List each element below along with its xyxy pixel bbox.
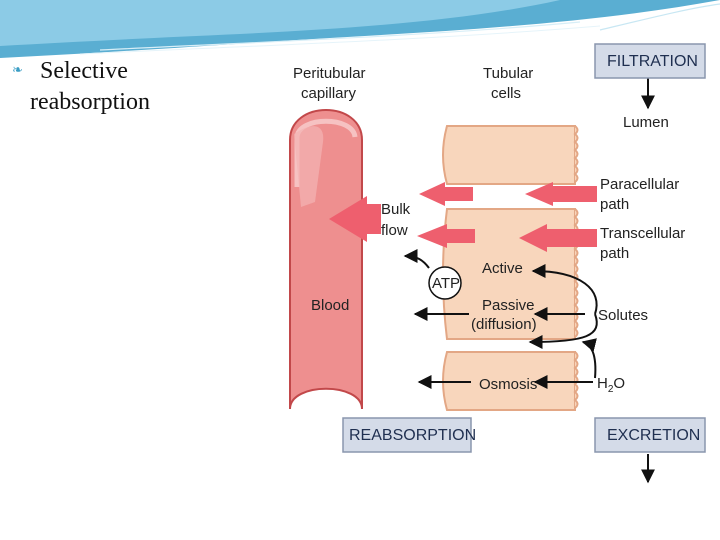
paracellular-label-line2: path [600, 196, 629, 213]
bulk-flow-arrow-lower [417, 224, 475, 248]
reabsorption-box: REABSORPTION [342, 417, 476, 453]
tubular-label-line1: Tubular [483, 65, 533, 82]
passive-label-line1: Passive [482, 297, 535, 314]
peritubular-label-line2: capillary [301, 85, 357, 102]
excretion-box: EXCRETION [594, 417, 706, 453]
passive-label-line2: (diffusion) [471, 316, 537, 333]
bullet-point: ❧ Selective reabsorption [12, 56, 212, 118]
osmosis-label: Osmosis [479, 376, 537, 393]
paracellular-label-line1: Paracellular [600, 176, 679, 193]
peritubular-label-line1: Peritubular [293, 65, 366, 82]
water-label: H2O [597, 375, 625, 395]
blood-vessel [289, 109, 363, 410]
bullet-leaf-icon: ❧ [12, 62, 23, 77]
bulk-flow-arrow-large [329, 196, 381, 242]
transcellular-arrow [519, 224, 597, 252]
bullet-text-line1: Selective [40, 58, 128, 84]
microvilli-brush-border [573, 125, 579, 409]
transport-arrows [403, 78, 655, 484]
tubular-label-line2: cells [491, 85, 521, 102]
active-transport-label: Active [482, 260, 523, 277]
filtration-label: FILTRATION [607, 53, 698, 70]
paracellular-arrow [525, 182, 597, 206]
excretion-label: EXCRETION [607, 427, 700, 444]
header-swoosh [0, 0, 720, 58]
transcellular-label-line2: path [600, 245, 629, 262]
filtration-box: FILTRATION [594, 43, 706, 79]
bullet-text-line2: reabsorption [30, 89, 150, 115]
lumen-label: Lumen [623, 114, 669, 131]
bulk-flow-label-line2: flow [381, 222, 408, 239]
reabsorption-label: REABSORPTION [349, 427, 476, 444]
bulk-flow-arrow-upper [419, 182, 473, 206]
solutes-label: Solutes [598, 307, 648, 324]
atp-label: ATP [432, 275, 460, 292]
atp-circle [428, 266, 462, 300]
reabsorption-diagram: Peritubular capillary Tubular cells Bloo… [289, 43, 706, 484]
bulk-flow-label-line1: Bulk [381, 201, 411, 218]
transcellular-label-line1: Transcellular [600, 225, 685, 242]
blood-label: Blood [311, 297, 349, 314]
